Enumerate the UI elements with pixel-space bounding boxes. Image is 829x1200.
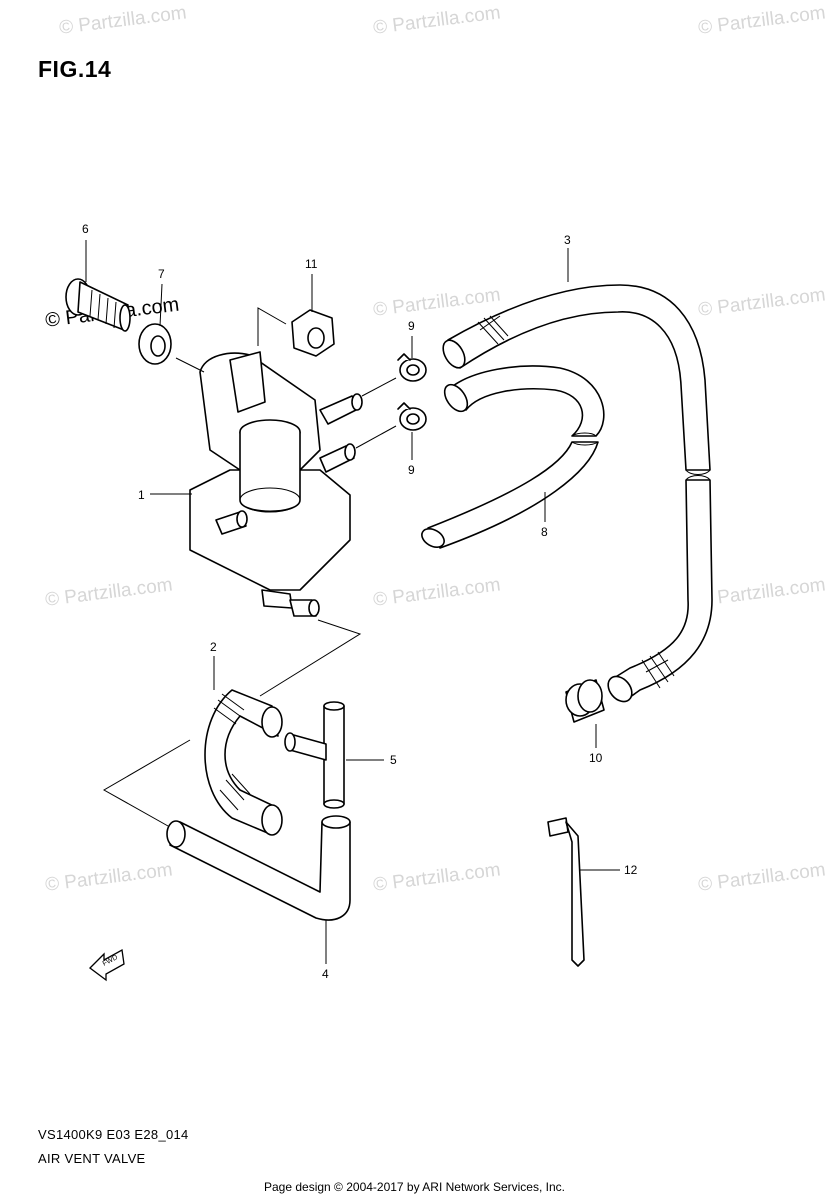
callout-6: 6 xyxy=(82,222,89,236)
part-7-washer[interactable] xyxy=(138,323,172,365)
callout-1: 1 xyxy=(138,488,145,502)
callout-11: 11 xyxy=(305,257,318,271)
diagram-code: VS1400K9 E03 E28_014 xyxy=(38,1127,189,1142)
part-9-clamp-upper[interactable] xyxy=(397,353,427,382)
figure-title: FIG.14 xyxy=(38,56,112,82)
callout-12: 12 xyxy=(624,863,638,877)
part-5-t-joint[interactable] xyxy=(284,701,345,809)
callout-7: 7 xyxy=(158,267,165,281)
callout-9-upper: 9 xyxy=(408,319,415,333)
callout-10: 10 xyxy=(589,751,603,765)
part-8-hose[interactable] xyxy=(419,365,605,551)
part-1-air-vent-valve[interactable] xyxy=(189,351,363,617)
part-3-hose[interactable] xyxy=(439,284,713,706)
part-4-hose[interactable] xyxy=(166,815,351,921)
page-footer: Page design © 2004-2017 by ARI Network S… xyxy=(263,1180,565,1194)
fwd-arrow-icon: FWD xyxy=(89,948,125,982)
diagram-name: AIR VENT VALVE xyxy=(38,1151,146,1166)
callout-9-lower: 9 xyxy=(408,463,415,477)
callout-5: 5 xyxy=(390,753,397,767)
callout-8: 8 xyxy=(541,525,548,539)
leader-lines xyxy=(85,240,620,964)
part-12-band[interactable] xyxy=(547,817,585,967)
part-2-hose[interactable] xyxy=(204,689,283,836)
part-9-clamp-lower[interactable] xyxy=(397,402,427,431)
callout-2: 2 xyxy=(210,640,217,654)
part-10-cap[interactable] xyxy=(565,679,605,723)
callout-3: 3 xyxy=(564,233,571,247)
callout-4: 4 xyxy=(322,967,329,981)
part-6-bolt[interactable] xyxy=(65,278,131,332)
part-11-nut[interactable] xyxy=(291,309,335,357)
